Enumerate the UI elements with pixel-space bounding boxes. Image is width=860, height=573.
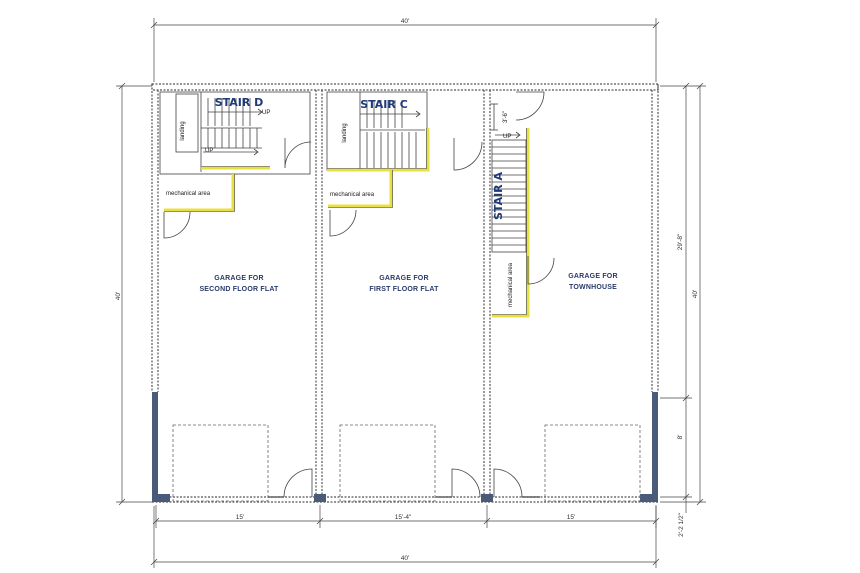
garage-right-line1: GARAGE FOR	[568, 273, 617, 280]
stair-a-label: STAIR A	[492, 172, 505, 220]
parking-middle	[339, 424, 436, 502]
door-middle	[451, 468, 481, 498]
stair-d-label: STAIR D	[215, 96, 264, 109]
stair-c-area: STAIR C landing mechanical area	[326, 91, 483, 237]
dimension-left: 40'	[115, 82, 152, 506]
dimension-bay-left-label: 15'	[236, 514, 244, 521]
stair-c-label: STAIR C	[360, 98, 408, 111]
parking-right	[544, 424, 641, 502]
garage-left-line2: SECOND FLOOR FLAT	[199, 286, 279, 293]
stair-d-area: STAIR D UP UP landing mechanical area	[159, 91, 312, 239]
garage-left-line1: GARAGE FOR	[214, 275, 263, 282]
mechanical-right-label: mechanical area	[508, 262, 514, 307]
demising-walls	[315, 90, 491, 497]
garage-right-line2: TOWNHOUSE	[569, 284, 617, 291]
dimension-bay-middle-label: 15'-4"	[395, 514, 412, 521]
dimension-right-label: 40'	[692, 290, 699, 298]
stair-a-up: UP	[503, 134, 511, 140]
dimension-top: 40'	[150, 18, 660, 82]
door-left	[283, 468, 313, 498]
stair-a-treads	[492, 146, 526, 246]
dimension-top-label: 40'	[401, 18, 409, 25]
column-right	[652, 392, 658, 502]
column-left	[152, 392, 158, 502]
parking-left	[172, 424, 269, 502]
dimension-right: 29'-8" 8' 2'-2 1/2" 40'	[660, 82, 706, 537]
dimension-bottom: 40'	[150, 506, 660, 568]
stair-d-up-top: UP	[262, 110, 270, 116]
parking-spaces	[172, 424, 641, 502]
landing-middle-label: landing	[342, 123, 348, 142]
column-mid-right	[481, 494, 493, 502]
stair-a-offset-dim: 3'-6"	[503, 111, 509, 123]
dimension-left-label: 40'	[115, 292, 122, 300]
entry-doors	[268, 468, 540, 498]
mechanical-left-label: mechanical area	[166, 191, 211, 197]
column-mid-left	[314, 494, 326, 502]
stair-d-up-bottom: UP	[205, 148, 213, 154]
dimension-right-upper-label: 29'-8"	[677, 233, 684, 250]
door-right	[493, 468, 523, 498]
landing-left-label: landing	[180, 121, 186, 140]
outer-walls	[151, 83, 659, 503]
dimension-bay-right-label: 15'	[567, 514, 575, 521]
corner-columns	[152, 392, 658, 502]
garage-middle-line1: GARAGE FOR	[379, 275, 428, 282]
mechanical-middle-label: mechanical area	[330, 192, 375, 198]
garage-middle-line2: FIRST FLOOR FLAT	[369, 286, 439, 293]
dimension-right-bottom-label: 2'-2 1/2"	[678, 512, 685, 536]
dimension-bays: 15' 15'-4" 15'	[152, 505, 660, 528]
garage-labels: GARAGE FOR SECOND FLOOR FLAT GARAGE FOR …	[199, 273, 617, 293]
dimension-bottom-label: 40'	[401, 555, 409, 562]
stair-a-area: STAIR A UP 3'-6" mechanical area	[490, 91, 555, 318]
dimension-right-lower-label: 8'	[677, 435, 684, 440]
